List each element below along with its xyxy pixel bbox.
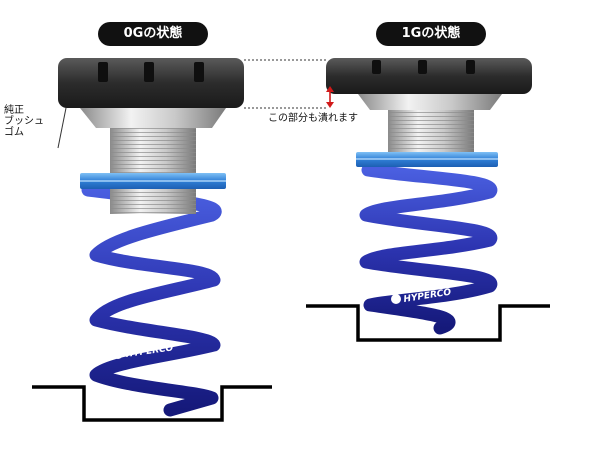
title-0g: 0Gの状態 [123, 26, 183, 41]
bushing-leader-line [57, 107, 67, 149]
left-spring [81, 183, 222, 417]
right-spring [359, 163, 498, 335]
compression-arrow-icon [326, 86, 334, 108]
title-1g-badge: 1Gの状態 [376, 22, 486, 46]
bushing-label-line-2: ブッシュ [4, 116, 44, 127]
left-ground-bracket [32, 385, 272, 422]
crush-note: この部分も潰れます [268, 113, 358, 124]
title-1g: 1Gの状態 [401, 26, 461, 41]
right-hyperco-logo-icon [391, 294, 401, 304]
right-assembly: HYPERCO [306, 58, 550, 342]
left-hyperco-logo-icon [113, 349, 123, 359]
bushing-label-line-1: 純正 [4, 105, 24, 116]
left-assembly: HYPERCO [32, 58, 272, 422]
right-ground-bracket [306, 304, 550, 342]
right-top-collar [358, 94, 502, 110]
bushing-label-line-3: ゴム [4, 127, 24, 138]
title-0g-badge: 0Gの状態 [98, 22, 208, 46]
bushing-label: 純正 ブッシュ ゴム [4, 105, 44, 138]
left-top-collar [80, 108, 226, 128]
right-bushing-rubber [326, 58, 532, 94]
